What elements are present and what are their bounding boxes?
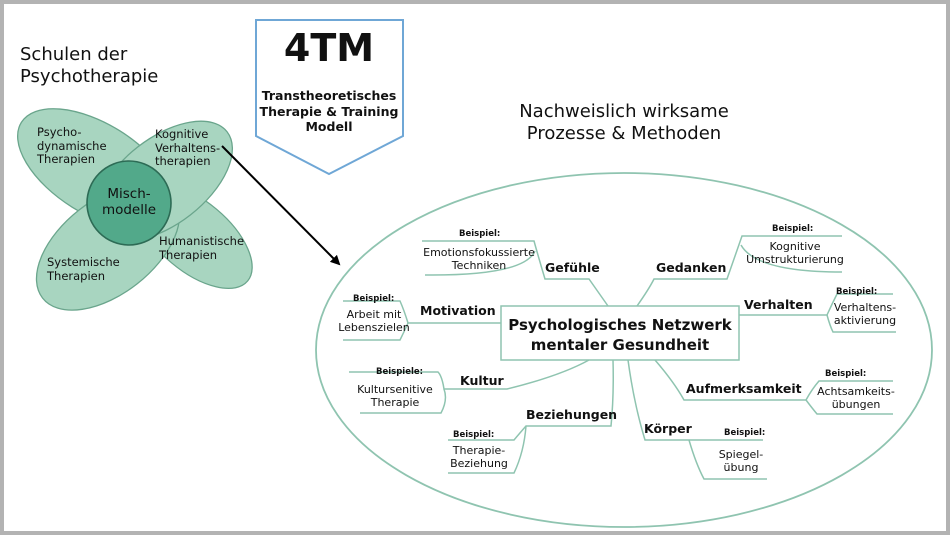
badge-shape xyxy=(255,19,404,176)
center-box xyxy=(500,305,740,361)
branch-behavior-example-label: Beispiel: xyxy=(836,287,878,297)
school-systemic-label: Systemische Therapien xyxy=(47,255,120,283)
branch-behavior-label: Verhalten xyxy=(744,297,813,312)
branch-feelings-example-label: Beispiel: xyxy=(459,229,501,239)
branch-motivation-example: Arbeit mit Lebenszielen xyxy=(338,308,410,334)
circle-mixed-models xyxy=(86,160,172,246)
badge-subtitle: Transtheoretisches Therapie & Training M… xyxy=(259,88,399,135)
diagram-graphics xyxy=(17,19,933,528)
branch-relationships-label: Beziehungen xyxy=(526,407,618,422)
branch-feelings-label: Gefühle xyxy=(545,260,600,275)
branch-body-example-label: Beispiel: xyxy=(724,428,766,438)
branch-culture-example: Kultursenitive Therapie xyxy=(357,383,433,409)
branch-relationships-example-label: Beispiel: xyxy=(453,430,495,440)
branch-culture-label: Kultur xyxy=(460,373,504,388)
branch-culture-example-label: Beispiele: xyxy=(376,367,424,377)
processes-title: Nachweislich wirksame Prozesse & Methode… xyxy=(519,101,729,144)
branch-body-example: Spiegel- übung xyxy=(718,448,764,474)
branch-thoughts-example: Kognitive Umstrukturierung xyxy=(746,240,844,266)
arrow-to-network xyxy=(221,145,341,266)
branch-relationships-example: Therapie- Beziehung xyxy=(450,444,508,470)
branch-attention-example-label: Beispiel: xyxy=(825,369,867,379)
school-cognitive-label: Kognitive Verhaltens- therapien xyxy=(155,127,221,169)
branch-attention-example: Achtsamkeits- übungen xyxy=(817,385,895,411)
mixed-models-label: Misch- modelle xyxy=(101,186,157,218)
branch-attention-label: Aufmerksamkeit xyxy=(686,381,802,396)
badge-title: 4TM xyxy=(283,26,375,70)
network-branches xyxy=(343,235,896,480)
branch-thoughts-label: Gedanken xyxy=(656,260,727,275)
network-center-label: Psychologisches Netzwerk mentaler Gesund… xyxy=(508,316,732,355)
school-humanistic-label: Humanistische Therapien xyxy=(159,234,245,262)
branch-behavior-example: Verhaltens- aktivierung xyxy=(833,301,897,327)
branch-body-label: Körper xyxy=(644,421,692,436)
schools-title: Schulen der Psychotherapie xyxy=(20,44,159,87)
branch-motivation-label: Motivation xyxy=(420,303,496,318)
school-psychodynamic-label: Psycho- dynamische Therapien xyxy=(37,125,107,167)
branch-motivation-example-label: Beispiel: xyxy=(353,294,395,304)
schools-venn xyxy=(17,108,253,311)
branch-thoughts-example-label: Beispiel: xyxy=(772,224,814,234)
branch-feelings-example: Emotionsfokussierte Techniken xyxy=(423,246,535,272)
